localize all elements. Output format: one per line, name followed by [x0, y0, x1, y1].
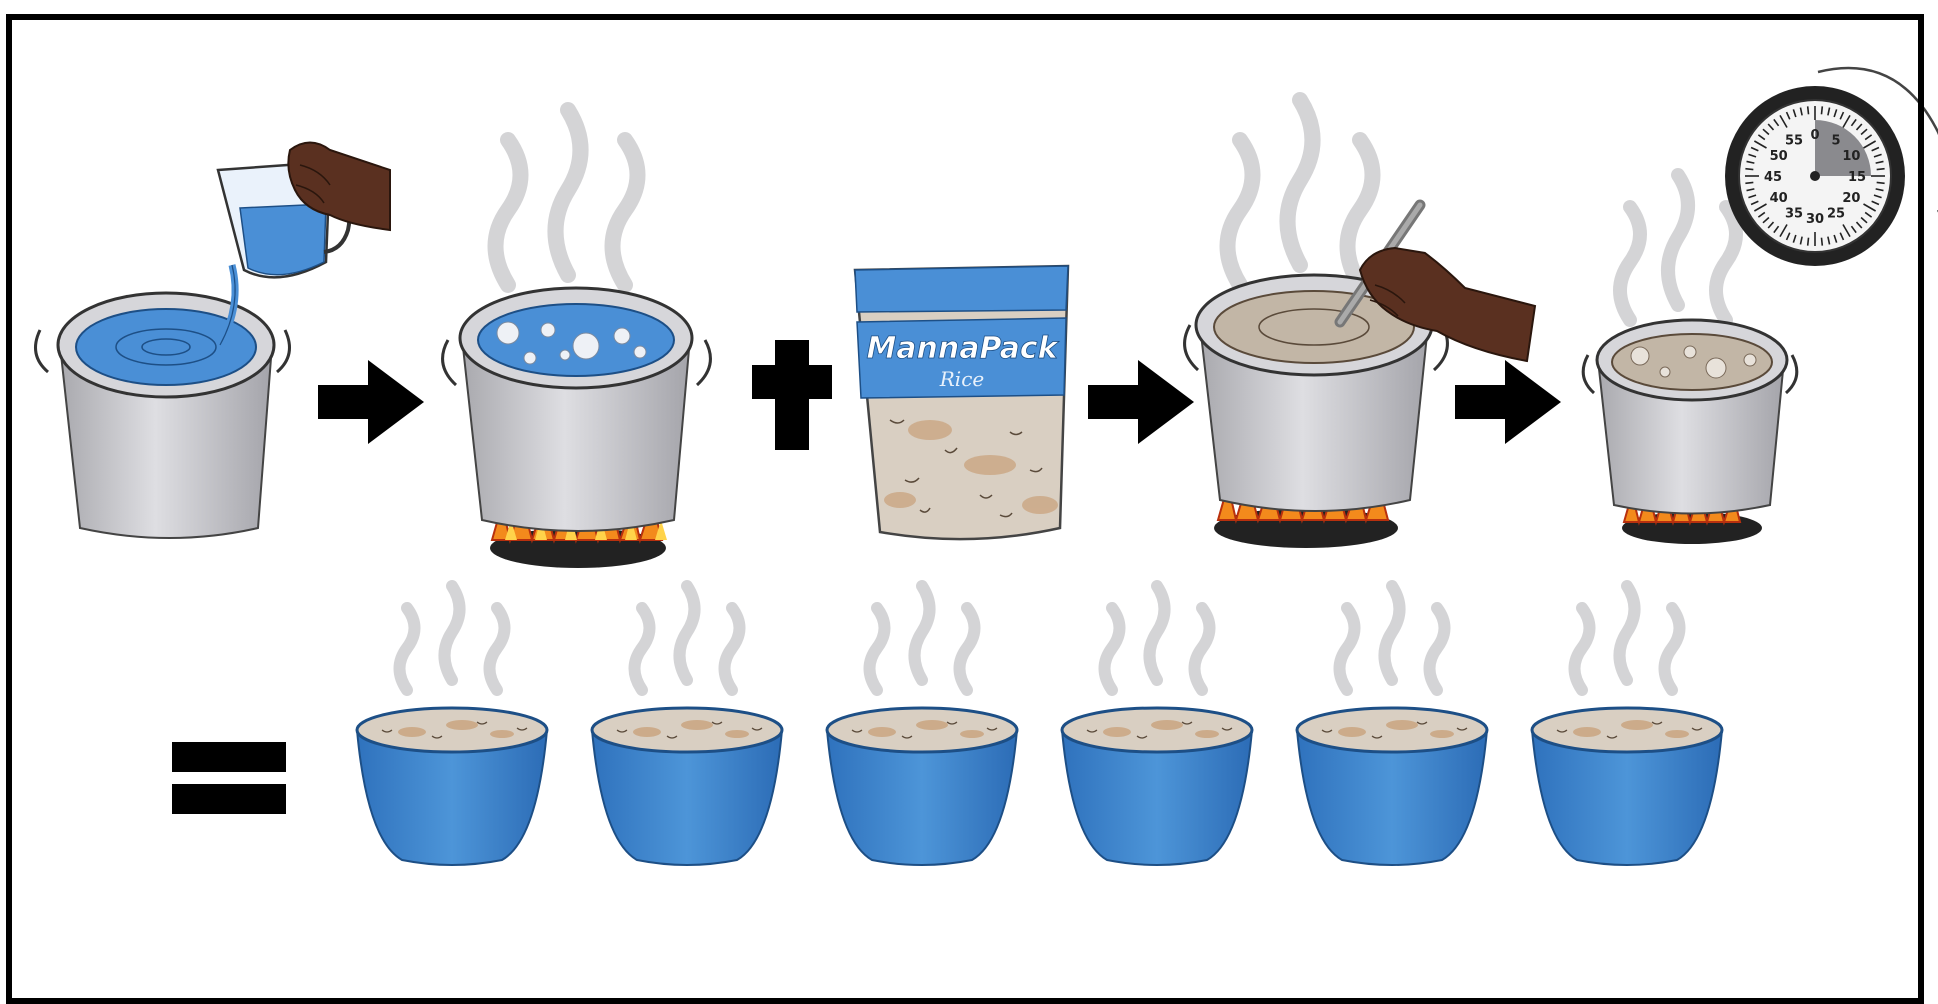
steam-icon [1340, 586, 1445, 690]
timer-tick [1877, 169, 1885, 170]
pot-icon [1583, 320, 1797, 514]
timer-mark-label: 25 [1827, 206, 1845, 221]
timer-tick [1745, 182, 1753, 183]
bowl-icon [1532, 586, 1722, 865]
bowl-icon [827, 586, 1017, 865]
timer-mark-label: 45 [1764, 170, 1782, 185]
steam-icon [1105, 586, 1210, 690]
timer-mark-label: 5 [1831, 134, 1840, 149]
timer-tick [1808, 106, 1809, 114]
bag-product-label: Rice [939, 367, 985, 391]
steam-icon [870, 586, 975, 690]
steam-icon [1228, 100, 1373, 285]
steam-icon [1575, 586, 1680, 690]
timer-tick [1877, 182, 1885, 183]
arrow-icon [1088, 360, 1194, 444]
step-4-stir [1185, 100, 1535, 548]
timer-mark-label: 20 [1842, 191, 1860, 206]
timer-mark-label: 40 [1770, 191, 1788, 206]
step-1-pour-water [36, 143, 391, 539]
steam-icon [400, 586, 505, 690]
equals-icon [172, 742, 286, 814]
bowl-icon [592, 586, 782, 865]
timer-tick [1821, 238, 1822, 246]
rice-bag-icon: MannaPack Rice [855, 266, 1068, 539]
timer-mark-label: 35 [1785, 206, 1803, 221]
bowl-icon [1297, 586, 1487, 865]
timer-tick [1821, 106, 1822, 114]
steam-icon [635, 586, 740, 690]
diagram-canvas: MannaPack Rice [0, 0, 1938, 950]
arrow-icon [318, 360, 424, 444]
timer-tick [1808, 238, 1809, 246]
pot-icon [443, 288, 711, 531]
arrow-icon [1455, 360, 1561, 444]
plus-icon [752, 340, 832, 450]
step-2-boil-water [443, 110, 711, 568]
servings-row [357, 586, 1722, 865]
timer-mark-label: 10 [1842, 149, 1860, 164]
bowl-icon [357, 586, 547, 865]
cooking-instructions-diagram: MannaPack Rice [0, 0, 1938, 950]
timer-mark-label: 15 [1848, 170, 1866, 185]
timer-mark-label: 0 [1810, 128, 1819, 143]
timer-mark-label: 50 [1770, 149, 1788, 164]
timer-tick [1745, 169, 1753, 170]
steam-icon [496, 110, 638, 285]
timer-mark-label: 55 [1785, 134, 1803, 149]
bowl-icon [1062, 586, 1252, 865]
pot-icon [36, 293, 290, 538]
timer-mark-label: 30 [1806, 212, 1824, 227]
steam-icon [1620, 175, 1736, 320]
bag-brand-label: MannaPack [866, 331, 1059, 366]
